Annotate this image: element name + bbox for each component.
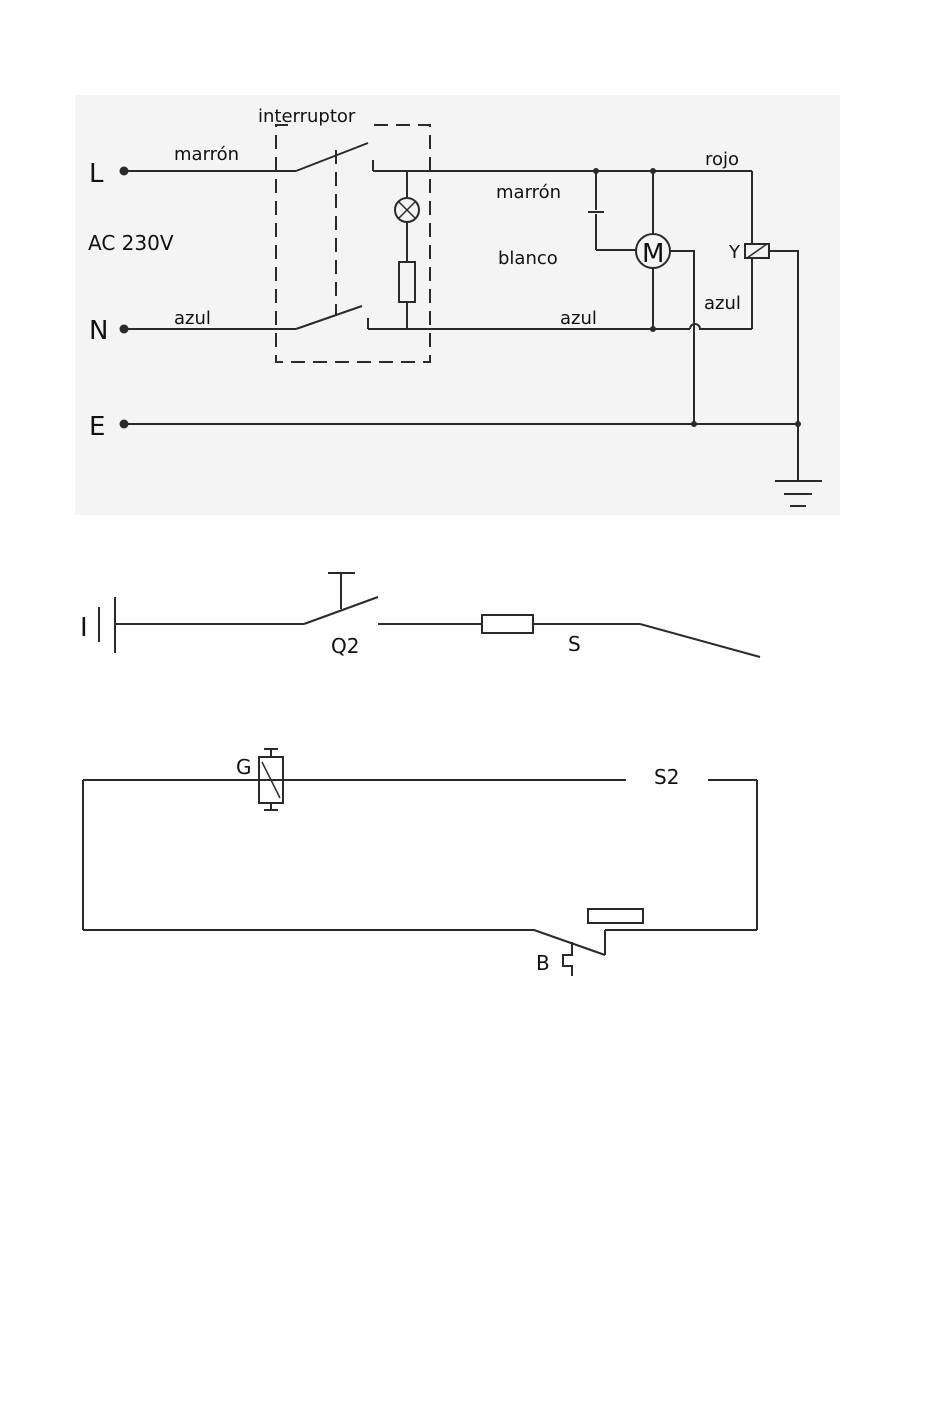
- junction-motor-n: [650, 326, 656, 332]
- b-label: B: [536, 951, 550, 975]
- valve-g-label: G: [236, 755, 252, 779]
- switch-label: interruptor: [258, 106, 356, 127]
- b-sensor-bar: [588, 909, 643, 923]
- supply-voltage-label: AC 230V: [88, 231, 174, 255]
- sensor-s-symbol: [482, 615, 533, 633]
- valve-label: Y: [728, 242, 741, 263]
- sensor-s-label: S: [568, 632, 581, 656]
- safety-loop-diagram: S2 G B: [83, 749, 757, 976]
- wire-label-red: rojo: [705, 149, 739, 170]
- wire-label-motor-white: blanco: [498, 248, 558, 269]
- terminal-e-label: E: [89, 412, 105, 442]
- wire-label-n-right: azul: [560, 308, 597, 329]
- q2-label: Q2: [331, 634, 359, 658]
- wire-label-blue-right: azul: [704, 293, 741, 314]
- b-button-symbol: [563, 942, 572, 976]
- ignition-circuit-diagram: I Q2 S: [80, 573, 760, 658]
- wire-label-l-in: marrón: [174, 144, 239, 165]
- s2-label: S2: [654, 765, 679, 789]
- wire-label-l-motor: marrón: [496, 182, 561, 203]
- wire-label-n-in: azul: [174, 308, 211, 329]
- ignition-electrode: [640, 624, 760, 657]
- terminal-n-label: N: [89, 316, 108, 346]
- terminal-l-label: L: [89, 159, 104, 189]
- ground-mark-label: I: [80, 613, 88, 643]
- main-wiring-diagram: L N E AC 230V interruptor: [75, 95, 840, 515]
- junction-earth-motor: [691, 421, 697, 427]
- motor-label: M: [642, 239, 664, 269]
